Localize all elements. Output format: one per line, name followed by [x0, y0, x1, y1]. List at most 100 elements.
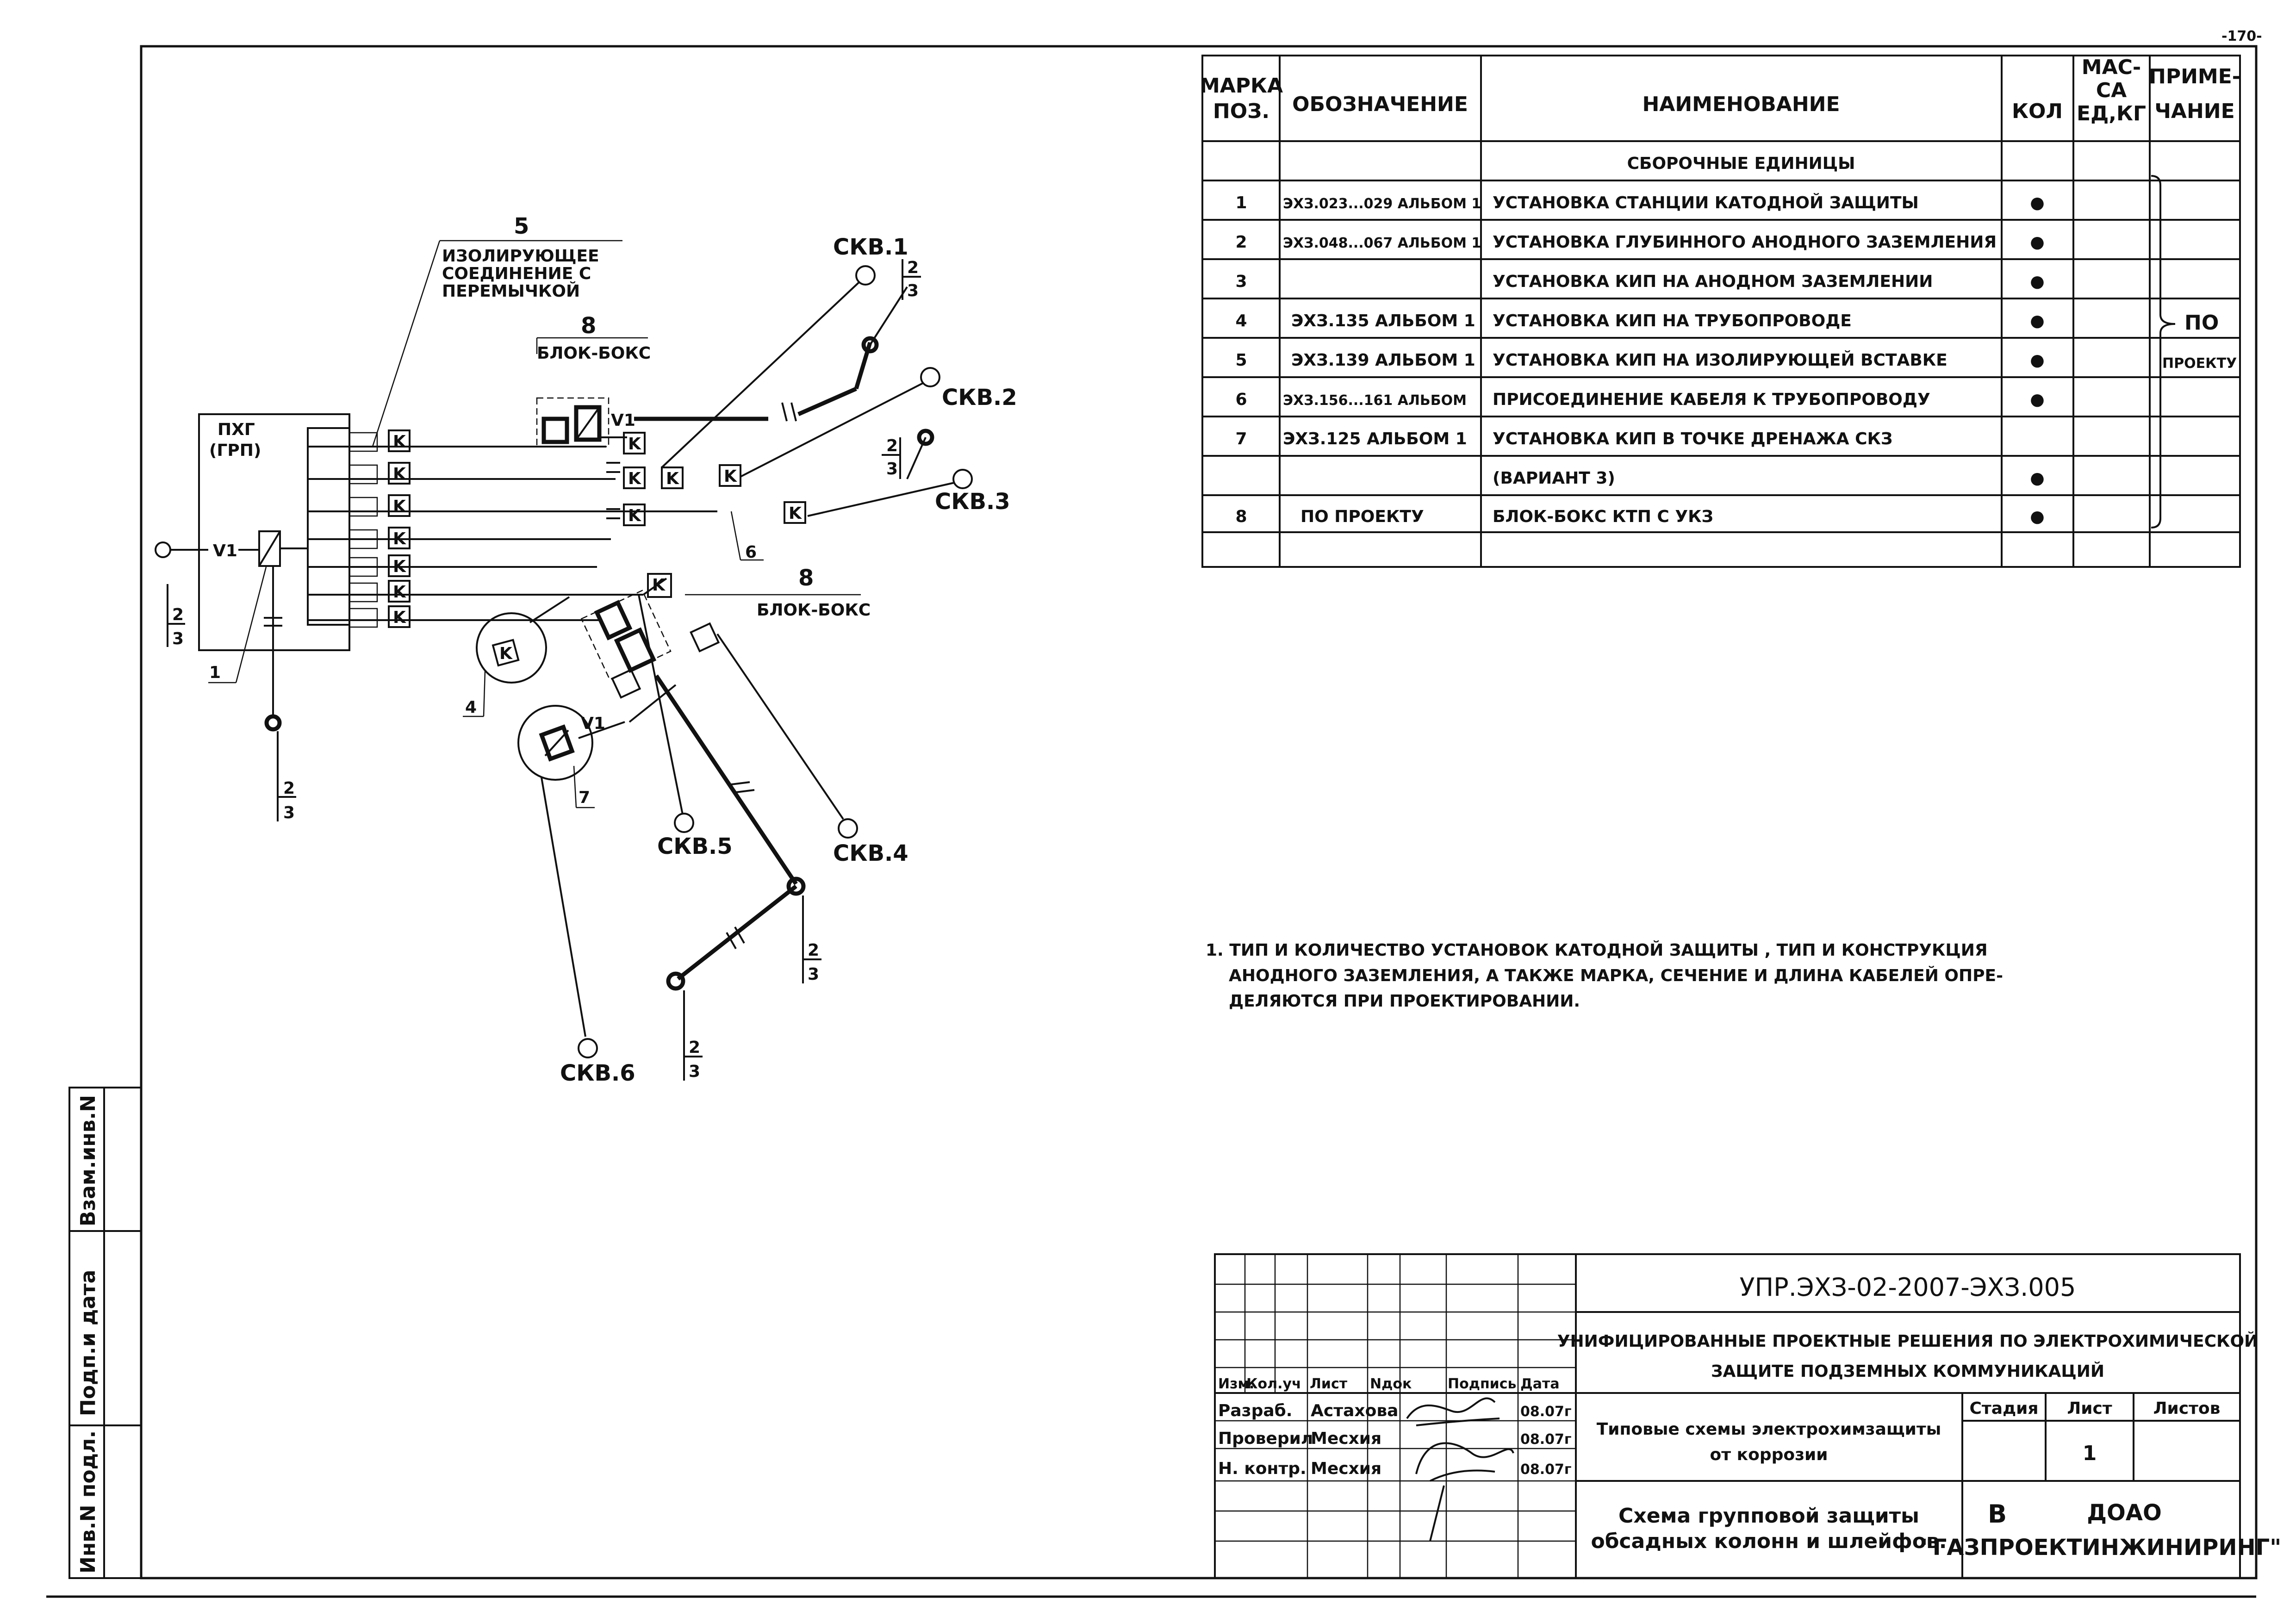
- svg-text:K: K: [666, 469, 679, 488]
- staff-row: Разраб. Астахова 08.07г: [1218, 1401, 1572, 1420]
- hdr-mass-2: СА: [2096, 79, 2127, 102]
- hdr-mark-1: МАРКА: [1200, 74, 1283, 98]
- hdr-name: НАИМЕНОВАНИЕ: [1642, 93, 1840, 116]
- svg-text:2: 2: [172, 605, 184, 624]
- svg-text:2: 2: [886, 436, 898, 455]
- pxg-label: ПХГ: [218, 420, 255, 439]
- hdr-qty: КОЛ: [2012, 99, 2063, 123]
- note-text-2: ПРОЕКТУ: [2162, 355, 2237, 372]
- stamp-vzam-inv: Взам.инв.N: [76, 1095, 100, 1226]
- svg-text:●: ●: [2030, 390, 2044, 409]
- well-skv6: [578, 1038, 598, 1058]
- svg-text:ЭХЗ.156...161 АЛЬБОМ: ЭХЗ.156...161 АЛЬБОМ: [1283, 392, 1467, 409]
- iso-label-3: ПЕРЕМЫЧКОЙ: [442, 281, 580, 301]
- project-title-1: УНИФИЦИРОВАННЫЕ ПРОЕКТНЫЕ РЕШЕНИЯ ПО ЭЛЕ…: [1557, 1331, 2258, 1351]
- document-code: УПР.ЭХЗ-02-2007-ЭХЗ.005: [1740, 1273, 2076, 1302]
- svg-text:K: K: [789, 504, 802, 523]
- svg-text:●: ●: [2030, 469, 2044, 488]
- skv5-label: СКВ.5: [657, 833, 733, 859]
- pos-7-detail-circle: [517, 705, 593, 781]
- svg-text:3: 3: [172, 629, 184, 648]
- hdr-designation: ОБОЗНАЧЕНИЕ: [1292, 93, 1468, 116]
- v1-label-left: V1: [213, 541, 237, 560]
- col-podpis: Подпись: [1448, 1376, 1516, 1392]
- table-row: 6 ЭХЗ.156...161 АЛЬБОМ ПРИСОЕДИНЕНИЕ КАБ…: [1235, 390, 2044, 409]
- svg-text:Астахова: Астахова: [1311, 1401, 1398, 1420]
- well-skv3: [952, 469, 973, 489]
- svg-text:K: K: [724, 467, 737, 486]
- note-brace: [2151, 175, 2176, 529]
- sheets-header: Листов: [2153, 1399, 2221, 1418]
- anode-ground-bottom: [666, 971, 685, 991]
- svg-text:УСТАНОВКА КИП НА ИЗОЛИРУЮЩЕЙ В: УСТАНОВКА КИП НА ИЗОЛИРУЮЩЕЙ ВСТАВКЕ: [1493, 350, 1948, 370]
- svg-text:2: 2: [907, 258, 919, 277]
- stamp-inv-podl: Инв.N подл.: [76, 1430, 100, 1573]
- svg-text:K: K: [393, 583, 406, 602]
- sheet-value: 1: [2083, 1442, 2097, 1465]
- specification-table: МАРКА ПОЗ. ОБОЗНАЧЕНИЕ НАИМЕНОВАНИЕ КОЛ …: [1200, 55, 2241, 568]
- svg-text:●: ●: [2030, 507, 2044, 526]
- svg-text:08.07г: 08.07г: [1520, 1404, 1572, 1420]
- svg-text:ПРИСОЕДИНЕНИЕ КАБЕЛЯ К ТРУБОПР: ПРИСОЕДИНЕНИЕ КАБЕЛЯ К ТРУБОПРОВОДУ: [1493, 390, 1930, 409]
- pos-8a-label: 8: [581, 313, 596, 339]
- svg-text:08.07г: 08.07г: [1520, 1431, 1572, 1448]
- well-skv5: [674, 813, 694, 833]
- svg-text:08.07г: 08.07г: [1520, 1461, 1572, 1478]
- svg-text:K: K: [393, 497, 406, 516]
- svg-text:БЛОК-БОКС КТП С УКЗ: БЛОК-БОКС КТП С УКЗ: [1493, 507, 1713, 526]
- svg-text:Месхия: Месхия: [1311, 1429, 1381, 1448]
- sub-title-1: Типовые схемы электрохимзащиты: [1597, 1420, 1941, 1439]
- stage-header: Стадия: [1970, 1399, 2039, 1418]
- col-izm: Изм.: [1218, 1376, 1254, 1392]
- signature-meskhia: [1415, 1442, 1514, 1542]
- joint-skv4: [786, 877, 806, 896]
- hdr-mass-1: МАС-: [2082, 56, 2141, 79]
- pos-8b-label: 8: [798, 565, 814, 591]
- col-list: Лист: [1310, 1376, 1348, 1392]
- svg-text:2: 2: [283, 779, 295, 798]
- footnote-line-2: АНОДНОГО ЗАЗЕМЛЕНИЯ, А ТАКЖЕ МАРКА, СЕЧЕ…: [1229, 966, 2003, 985]
- well-skv1: [855, 265, 876, 286]
- svg-text:●: ●: [2030, 351, 2044, 370]
- svg-text:●: ●: [2030, 272, 2044, 291]
- skv3-label: СКВ.3: [935, 489, 1010, 515]
- svg-text:●: ●: [2030, 193, 2044, 212]
- skv4-label: СКВ.4: [833, 840, 908, 866]
- fraction-ref: 2 3: [902, 258, 921, 300]
- table-row: 4 ЭХЗ.135 АЛЬБОМ 1 УСТАНОВКА КИП НА ТРУБ…: [1235, 311, 2044, 330]
- svg-text:●: ●: [2030, 311, 2044, 330]
- fraction-ref: 2 3: [167, 584, 185, 648]
- svg-text:1: 1: [1235, 193, 1247, 212]
- svg-text:3: 3: [808, 965, 819, 984]
- org-line-1: ДОАО: [2087, 1500, 2162, 1526]
- footnote: 1. ТИП И КОЛИЧЕСТВО УСТАНОВОК КАТОДНОЙ З…: [1206, 940, 2003, 1011]
- svg-text:K: K: [652, 576, 666, 595]
- table-row: 2 ЭХЗ.048...067 АЛЬБОМ 1 УСТАНОВКА ГЛУБИ…: [1235, 233, 2044, 252]
- fraction-ref: 2 3: [802, 895, 821, 984]
- svg-text:ПО ПРОЕКТУ: ПО ПРОЕКТУ: [1300, 507, 1424, 526]
- blok-box-b-label: БЛОК-БОКС: [757, 601, 871, 620]
- pos-4-label: 4: [465, 698, 477, 717]
- col-ndok: Nдок: [1370, 1376, 1412, 1392]
- well-skv4: [838, 818, 858, 839]
- insulating-joints: [348, 432, 378, 628]
- table-row: 5 ЭХЗ.139 АЛЬБОМ 1 УСТАНОВКА КИП НА ИЗОЛ…: [1235, 350, 2044, 370]
- svg-text:УСТАНОВКА КИП В ТОЧКЕ ДРЕНАЖА: УСТАНОВКА КИП В ТОЧКЕ ДРЕНАЖА СКЗ: [1493, 429, 1893, 448]
- cathode-terminal-left: [155, 541, 171, 558]
- svg-text:ЭХЗ.139 АЛЬБОМ 1: ЭХЗ.139 АЛЬБОМ 1: [1291, 351, 1475, 370]
- page-number: -170-: [2221, 28, 2262, 44]
- anode-ground-point: [264, 714, 282, 732]
- blok-box-a: [536, 397, 610, 448]
- svg-text:K: K: [628, 506, 641, 525]
- sheet-frame: [140, 45, 2258, 1579]
- note-text-1: ПО: [2184, 311, 2219, 335]
- pos-6-label: 6: [745, 543, 757, 562]
- col-data: Дата: [1520, 1376, 1560, 1392]
- svg-text:2: 2: [1235, 233, 1247, 252]
- sub-title-2: от коррозии: [1710, 1445, 1828, 1464]
- svg-text:5: 5: [1235, 351, 1247, 370]
- stamp-podp-data: Подп.и дата: [76, 1270, 100, 1416]
- col-kol-uch: Кол.уч: [1246, 1376, 1301, 1392]
- sheet-header: Лист: [2067, 1399, 2112, 1418]
- svg-text:Проверил: Проверил: [1218, 1429, 1313, 1448]
